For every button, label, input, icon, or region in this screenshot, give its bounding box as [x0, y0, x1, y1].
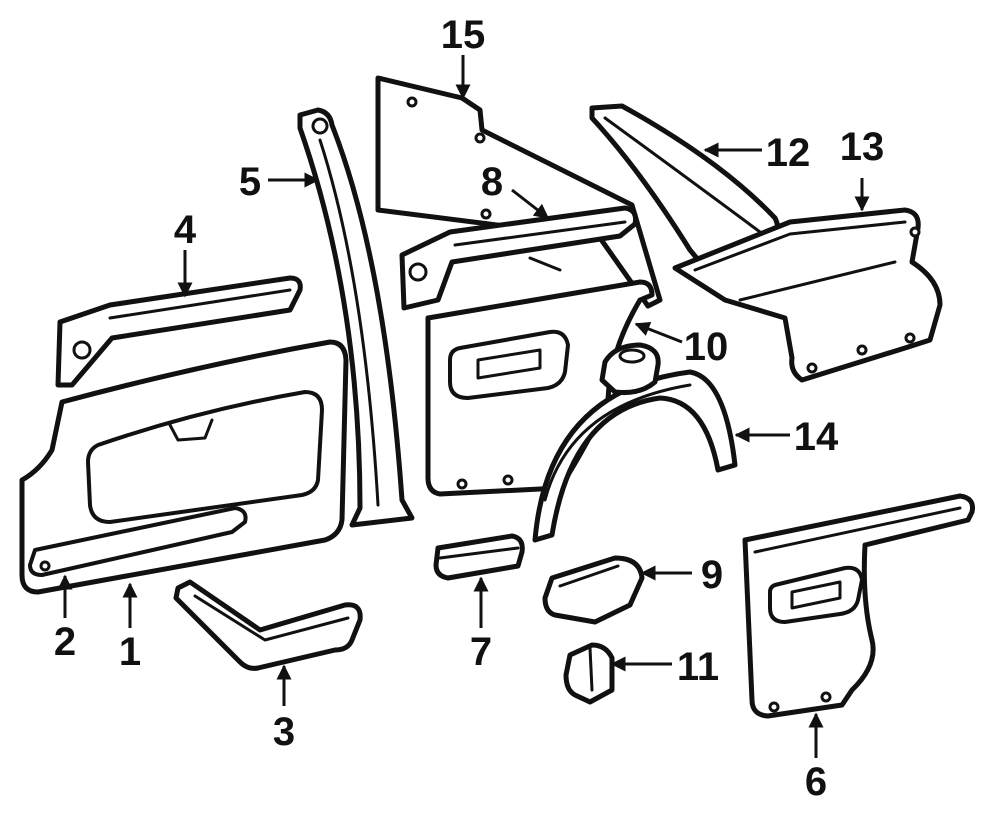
part-3-armrest[interactable]	[173, 579, 363, 671]
part-7-pad[interactable]	[433, 533, 525, 581]
callout-1: 1	[119, 630, 141, 674]
callout-9: 9	[701, 553, 723, 597]
callout-14: 14	[794, 415, 839, 459]
callout-6: 6	[805, 760, 827, 804]
leader-10	[634, 321, 683, 344]
callout-11: 11	[677, 645, 719, 689]
leader-8	[511, 188, 550, 220]
callout-10: 10	[684, 325, 729, 369]
part-11-clip[interactable]	[563, 642, 615, 705]
callout-2: 2	[54, 620, 76, 664]
part-13-quarter-panel[interactable]	[672, 207, 943, 383]
part-9-cover[interactable]	[542, 555, 645, 625]
callout-4: 4	[174, 208, 197, 252]
part-6-rear-lower-panel[interactable]	[742, 493, 975, 719]
callout-8: 8	[481, 160, 503, 204]
callout-5: 5	[239, 160, 261, 204]
part-15-quarter-window-trim[interactable]	[375, 75, 663, 309]
callout-labels: 1 2 3 4 5 6 7 8 9 10 11 12 13 14 15	[54, 13, 884, 804]
part-14-wheel-arch[interactable]	[532, 342, 738, 543]
part-5-pillar-trim[interactable]	[297, 107, 415, 528]
callout-15: 15	[441, 13, 486, 57]
callout-13: 13	[840, 125, 885, 169]
part-8-rear-upper-trim[interactable]	[399, 205, 638, 311]
callout-12: 12	[766, 131, 811, 175]
callout-3: 3	[273, 710, 295, 754]
leader-lines	[57, 55, 870, 758]
part-1-front-door-panel[interactable]	[19, 339, 349, 595]
part-4-upper-trim[interactable]	[55, 275, 303, 388]
callout-7: 7	[470, 630, 492, 674]
part-10-rear-door-panel[interactable]	[425, 279, 655, 497]
